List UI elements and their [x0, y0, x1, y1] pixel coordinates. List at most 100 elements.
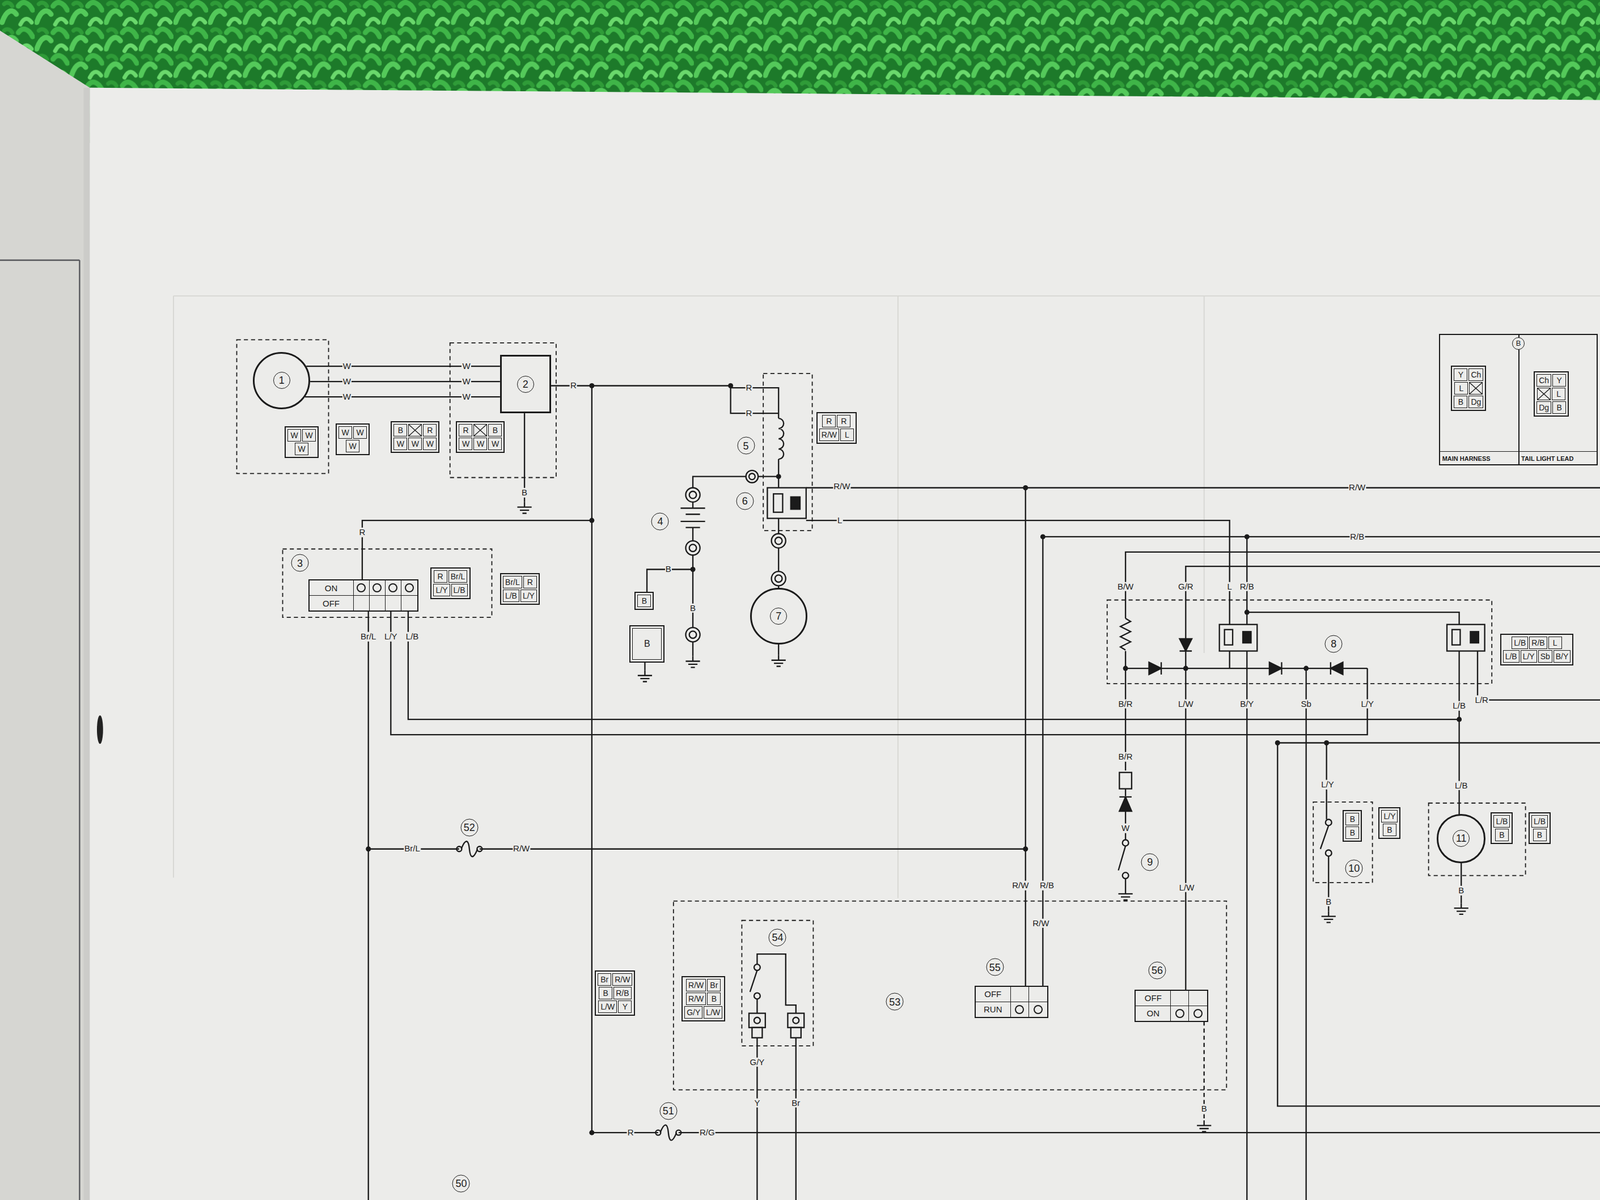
switch-contact-cell — [385, 580, 402, 596]
wire-color-label: R/W — [512, 844, 531, 854]
fuse-symbol — [456, 841, 681, 1141]
panel-divider — [1518, 335, 1520, 465]
fuse-symbol — [460, 841, 478, 857]
switch-contact-cell — [369, 595, 386, 611]
switch-contact-cell — [353, 580, 370, 596]
fuse-symbol — [659, 1125, 677, 1141]
switch-position: OFF — [322, 598, 340, 609]
wire-color-label: W — [1120, 823, 1130, 834]
pin-cell: L/B — [502, 589, 520, 603]
junction-dot — [727, 383, 734, 389]
terminal-symbol — [685, 470, 1332, 1000]
connector-box: L/BB — [1490, 812, 1513, 845]
pin-row: B — [1344, 826, 1360, 840]
ground-symbol — [517, 502, 1468, 1133]
wire-color-label: R/B — [1239, 582, 1255, 592]
pin-label: L/Y — [522, 591, 535, 600]
photo-background — [0, 260, 80, 1200]
connector-box: WWW — [335, 423, 370, 456]
terminal-symbol — [775, 537, 783, 545]
pin-label: W — [305, 431, 313, 440]
pin-label: W — [341, 428, 350, 437]
diode-symbol — [1149, 662, 1162, 675]
contact-ring — [1193, 1009, 1203, 1019]
pin-cell: B — [632, 628, 662, 660]
dashed-outline — [763, 373, 812, 531]
pin-cell: Y — [1453, 368, 1468, 382]
pin-cell: R/W — [819, 428, 840, 442]
wire-color-label: R/G — [699, 1127, 716, 1138]
switch-contact-cell — [401, 595, 418, 611]
pin-label: W — [298, 445, 306, 454]
junction-dot — [1022, 846, 1028, 852]
wire-color-label: L — [1226, 582, 1233, 592]
wire-color-label: W — [342, 392, 352, 402]
pin-label: Y — [1556, 376, 1562, 385]
wire-color-label: R/B — [1349, 531, 1365, 542]
wire-color-label: W — [461, 361, 471, 372]
connector-box: L/BR/BLL/BL/YSbB/Y — [1500, 633, 1574, 666]
wire-color-label: R/B — [1039, 881, 1055, 891]
pin-cell: Br — [707, 979, 721, 992]
connector-box: RBr/LL/YL/B — [430, 567, 471, 600]
junction-dot — [1323, 740, 1329, 746]
blank-pin-cross — [1537, 388, 1551, 400]
junction-dot — [589, 383, 595, 389]
switch-row: OFF — [1135, 991, 1208, 1006]
dashed-outline — [450, 343, 557, 478]
pin-row: W — [337, 439, 368, 454]
pin-label: Ch — [1470, 370, 1481, 379]
pin-cell: B/Y — [1553, 650, 1572, 663]
wire-color-label: Br — [790, 1098, 801, 1108]
wire — [1125, 552, 1600, 639]
switch-position-cell: ON — [309, 580, 354, 596]
pin-label: L — [1556, 390, 1561, 399]
relay-symbol — [1452, 629, 1460, 646]
pin-label: L/W — [600, 1002, 615, 1011]
wire — [1025, 487, 1600, 986]
callout-number: 53 — [886, 993, 904, 1011]
switch-contact-cell — [1170, 991, 1189, 1006]
pin-label: B — [1386, 826, 1392, 835]
switch-table: OFFRUN — [974, 985, 1049, 1019]
component-box: 2 — [500, 354, 552, 414]
pin-cell: R/W — [686, 992, 706, 1006]
callout-number: 51 — [659, 1102, 677, 1120]
pin-label: Br — [600, 975, 609, 984]
pin-label: B — [1458, 398, 1464, 406]
switch-position: RUN — [983, 1004, 1003, 1015]
wire-connector — [306, 365, 501, 367]
pin-cell: W — [294, 442, 309, 456]
relay-symbol — [1470, 631, 1479, 643]
terminal-symbol — [1325, 850, 1332, 857]
blank-pin-cross — [408, 424, 422, 437]
wire-color-label: R/W — [1031, 919, 1050, 929]
pin-label: R/W — [688, 981, 704, 990]
callout-number: 3 — [291, 554, 310, 573]
pin-cell: L/Y — [1381, 810, 1398, 823]
photo-background — [96, 715, 104, 744]
pin-label: Dg — [1538, 403, 1549, 412]
wire-color-label: R/W — [832, 481, 851, 492]
junction-dot — [1123, 666, 1129, 672]
pin-cell: W — [353, 426, 367, 439]
callout-number: 10 — [1345, 859, 1364, 878]
callout-number: 2 — [517, 375, 535, 393]
callout-number: 54 — [768, 928, 787, 947]
junction-dot — [1244, 610, 1250, 616]
switch-position-cell: RUN — [975, 1002, 1011, 1018]
pin-row: L/BL/Y — [502, 589, 538, 603]
pin-cell: Br — [597, 973, 612, 986]
fuse-symbol — [675, 1130, 681, 1136]
wire — [680, 502, 705, 541]
callout-number: 1 — [273, 371, 291, 389]
contact-ring — [372, 583, 382, 593]
diode-symbol — [1119, 797, 1132, 812]
pin-row: L/WY — [597, 1000, 633, 1014]
wire — [778, 418, 784, 460]
pin-label: R/W — [688, 995, 704, 1003]
contact-ring — [356, 583, 366, 593]
pin-cell: L — [1551, 387, 1566, 401]
pin-cell: L/B — [451, 583, 468, 597]
bleed-through-grid — [173, 295, 1600, 899]
